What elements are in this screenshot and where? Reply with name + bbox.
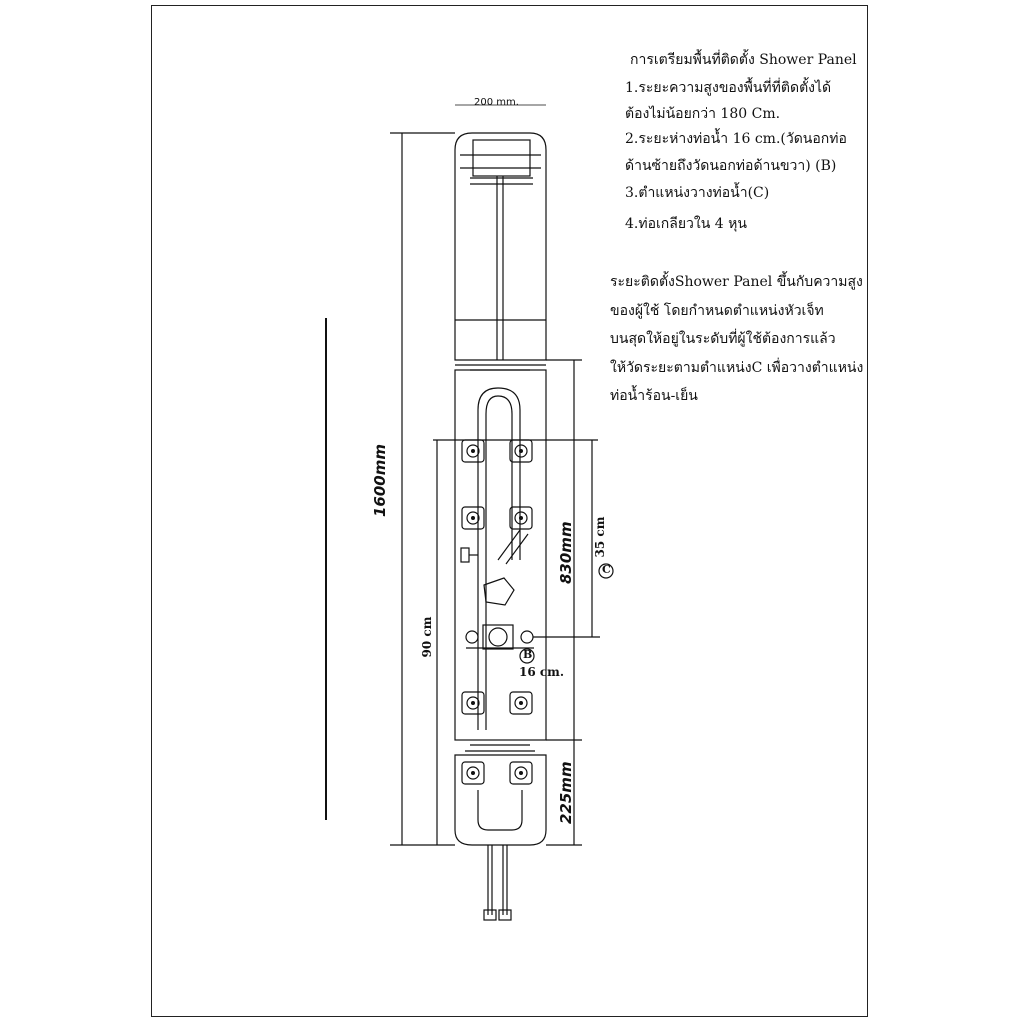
drawing-frame xyxy=(151,5,868,1017)
body-jet xyxy=(461,691,485,715)
install-note-line2: ของผู้ใช้ โดยกำหนดตำแหน่งหัวเจ็ท xyxy=(610,303,824,319)
dim-1600-label: 1600mm xyxy=(371,443,389,517)
marker-c-circle xyxy=(598,563,614,579)
diverter-valve xyxy=(483,577,515,606)
notes-heading: การเตรียมพื้นที่ติดตั้ง Shower Panel xyxy=(630,52,857,68)
install-note-line1: ระยะติดตั้งShower Panel ขึ้นกับความสูง xyxy=(610,274,863,290)
dim-200-label: 200 mm. xyxy=(474,97,519,108)
note-item-2b: ด้านซ้ายถึงวัดนอกท่อด้านขวา) (B) xyxy=(625,158,837,174)
dim-90-label: 90 cm xyxy=(420,616,434,658)
panel-bottom-section xyxy=(454,754,547,846)
mixer-valve xyxy=(482,624,514,650)
dim-225-label: 225mm xyxy=(557,761,575,824)
note-item-1a: 1.ระยะความสูงของพื้นที่ที่ติดตั้งได้ xyxy=(625,80,832,96)
body-jet xyxy=(509,506,533,530)
note-item-1b: ต้องไม่น้อยกว่า 180 Cm. xyxy=(625,106,781,122)
panel-top-section xyxy=(454,132,547,361)
note-item-2a: 2.ระยะห่างท่อน้ำ 16 cm.(วัดนอกท่อ xyxy=(625,131,847,147)
note-item-3: 3.ตำแหน่งวางท่อน้ำ(C) xyxy=(625,185,770,201)
note-item-4: 4.ท่อเกลียวใน 4 หุน xyxy=(625,216,747,232)
rain-shower-head xyxy=(472,139,531,177)
install-note-line4: ให้วัดระยะตามตำแหน่งC เพื่อวางตำแหน่ง xyxy=(610,360,864,376)
body-jet xyxy=(509,761,533,785)
hot-pipe-loop xyxy=(477,387,521,730)
install-note-line5: ท่อน้ำร้อน-เย็น xyxy=(610,388,698,404)
pipe-inlet-left xyxy=(465,630,479,644)
dim-830-label: 830mm xyxy=(557,521,575,584)
pipe-inlet-right xyxy=(520,630,534,644)
dim-35-label: 35 cm xyxy=(593,516,607,558)
marker-b-circle xyxy=(519,648,535,664)
install-note-line3: บนสุดให้อยู่ในระดับที่ผู้ใช้ต้องการแล้ว xyxy=(610,331,836,347)
body-jet xyxy=(461,506,485,530)
body-jet xyxy=(509,691,533,715)
dim-16-label: 16 cm. xyxy=(519,665,565,679)
marker-b-label: B xyxy=(523,648,533,661)
body-jet xyxy=(461,761,485,785)
marker-c-label: C xyxy=(602,563,611,576)
